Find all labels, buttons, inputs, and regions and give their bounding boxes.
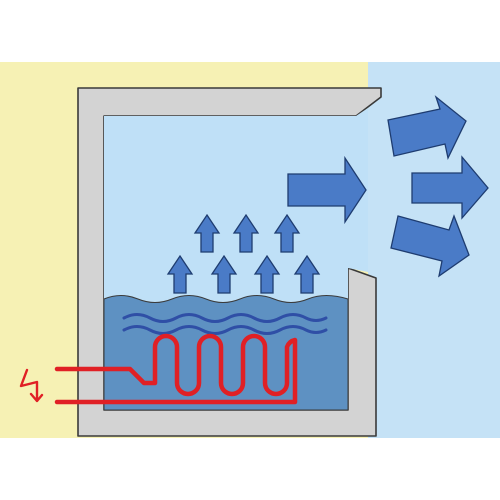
- wave-line-top: [122, 313, 328, 323]
- rising-arrow: [253, 254, 281, 294]
- outflow-arrow: [287, 155, 367, 225]
- outflow-arrow: [411, 155, 489, 220]
- water-waves: [122, 313, 328, 335]
- rising-arrow: [273, 213, 301, 253]
- rising-arrow: [193, 213, 221, 253]
- heating-coil-icon: [54, 333, 298, 405]
- rising-arrow: [232, 213, 260, 253]
- rising-arrow: [293, 254, 321, 294]
- lightning-bolt-icon: [19, 368, 44, 403]
- wave-line-bottom: [122, 325, 328, 335]
- escaping-heat: [287, 95, 489, 278]
- outflow-arrow: [387, 95, 467, 160]
- rising-arrow: [166, 254, 194, 294]
- rising-vapor: [166, 213, 321, 294]
- rising-arrow: [210, 254, 238, 294]
- outflow-arrow: [390, 214, 470, 278]
